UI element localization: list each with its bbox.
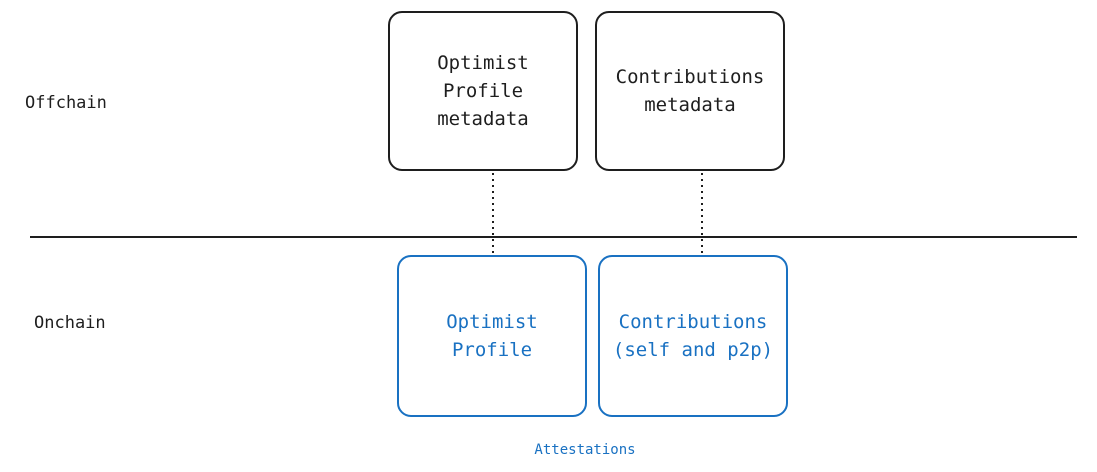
contributions-box: Contributions (self and p2p) xyxy=(598,255,788,417)
optimist-profile-metadata-box: Optimist Profile metadata xyxy=(388,11,578,171)
optimist-profile-text: Optimist Profile xyxy=(446,311,538,361)
contributions-text: Contributions (self and p2p) xyxy=(612,311,774,361)
offchain-label: Offchain xyxy=(25,93,107,113)
optimist-profile-box: Optimist Profile xyxy=(397,255,587,417)
contributions-metadata-text: Contributions metadata xyxy=(615,66,765,116)
onchain-label: Onchain xyxy=(34,313,106,333)
contributions-metadata-box: Contributions metadata xyxy=(595,11,785,171)
attestations-caption: Attestations xyxy=(534,442,636,458)
optimist-profile-metadata-text: Optimist Profile metadata xyxy=(437,52,529,130)
